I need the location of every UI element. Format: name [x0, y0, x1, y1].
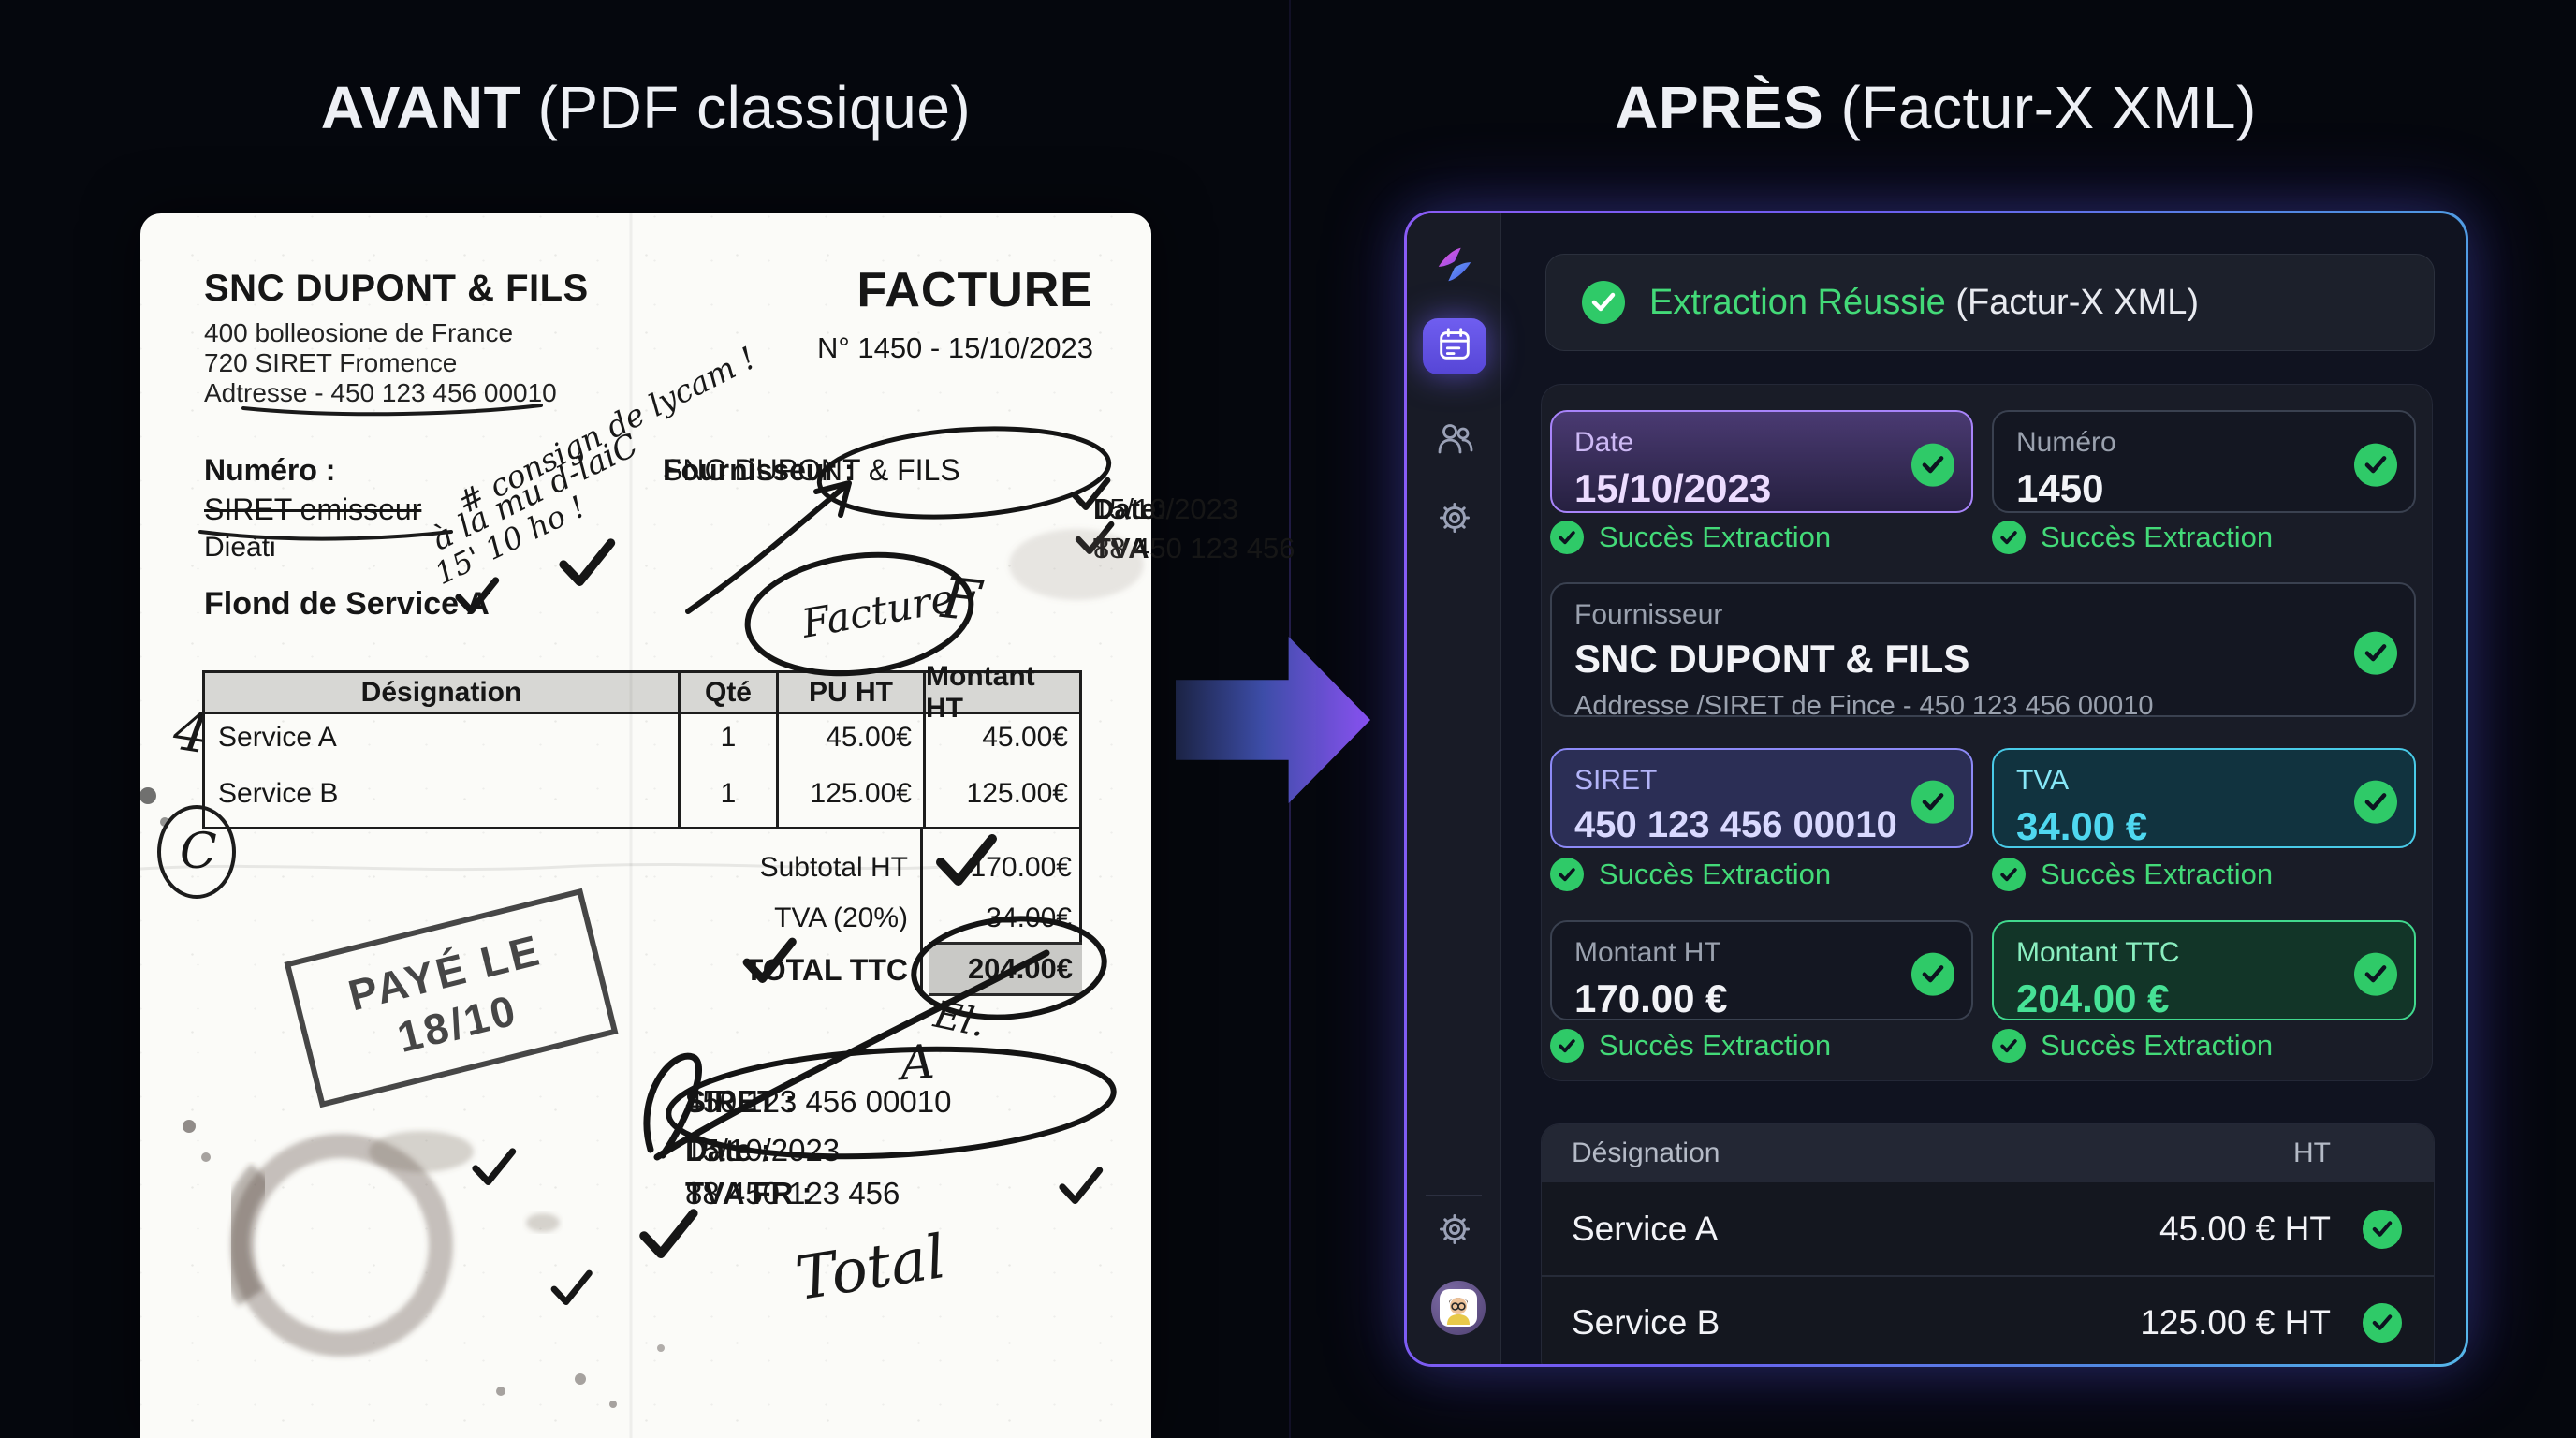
field-check-icon: [2354, 952, 2397, 996]
success-label: Succès Extraction: [1992, 521, 2273, 554]
success-label: Succès Extraction: [1992, 858, 2273, 891]
user-avatar[interactable]: [1431, 1281, 1486, 1335]
success-check-icon: [1550, 858, 1584, 891]
success-check-icon: [1992, 521, 2026, 554]
invoice-numero-label: Numéro :: [204, 453, 336, 487]
success-check-icon: [1550, 521, 1584, 554]
success-check-icon: [1550, 1029, 1584, 1063]
app-panel: Extraction Réussie (Factur-X XML) Date 1…: [1404, 211, 2468, 1367]
field-montant-ht[interactable]: Montant HT 170.00 €: [1550, 920, 1973, 1020]
field-check-icon: [2354, 780, 2397, 824]
field-date[interactable]: Date 15/10/2023: [1550, 410, 1973, 513]
success-check-icon: [1992, 858, 2026, 891]
invoice-table: Désignation Qté PU HT Montant HT Service…: [202, 661, 1082, 829]
avatar-image: [1440, 1289, 1477, 1327]
success-label: Succès Extraction: [1550, 521, 1831, 554]
handwriting-total: Total: [791, 1222, 951, 1315]
field-tva[interactable]: TVA 34.00 €: [1992, 748, 2416, 848]
invoice-col-pu: PU HT: [779, 673, 923, 714]
invoice-doc-title: FACTURE: [856, 263, 1093, 317]
line-items-header: Désignation HT: [1542, 1124, 2434, 1182]
field-check-icon: [2354, 631, 2397, 675]
app-panel-inner: Extraction Réussie (Factur-X XML) Date 1…: [1407, 213, 2466, 1364]
success-check-icon: [1582, 281, 1625, 324]
field-siret[interactable]: SIRET 450 123 456 00010: [1550, 748, 1973, 848]
field-check-icon: [1911, 780, 1954, 824]
sidebar-item-users[interactable]: [1433, 419, 1476, 462]
table-row[interactable]: Service A 45.00 € HT: [1542, 1183, 2434, 1274]
invoice-row1-name: Service A: [218, 722, 337, 753]
gear-icon: [1434, 497, 1475, 543]
sidebar: [1407, 213, 1501, 1364]
total-value-box: 204.00€: [929, 942, 1082, 996]
row-separator: [1542, 1275, 2434, 1277]
transform-arrow: [1176, 637, 1370, 803]
field-montant-ttc[interactable]: Montant TTC 204.00 €: [1992, 920, 2416, 1020]
sidebar-item-settings-bottom[interactable]: [1433, 1210, 1476, 1253]
sidebar-item-settings-top[interactable]: [1433, 498, 1476, 541]
invoice-company: SNC DUPONT & FILS: [204, 268, 589, 309]
invoice-col-designation: Désignation: [205, 673, 678, 714]
line-items-table: Désignation HT Service A 45.00 € HT Serv…: [1541, 1123, 2435, 1364]
before-title-strong: AVANT: [320, 74, 521, 141]
invoice-siret-emitter: SIRET emisseur: [204, 492, 422, 526]
invoice-addr1: 400 bolleosione de France: [204, 318, 514, 347]
paid-stamp: PAYÉ LE 18/10: [284, 888, 619, 1108]
sidebar-item-invoices[interactable]: [1423, 318, 1486, 374]
invoice-addr2: 720 SIRET Fromence: [204, 348, 458, 377]
gear-icon: [1434, 1209, 1475, 1255]
col-ht: HT: [2293, 1137, 2331, 1168]
success-check-icon: [1992, 1029, 2026, 1063]
success-label: Succès Extraction: [1992, 1029, 2273, 1063]
invoice-calendar-icon: [1435, 325, 1474, 369]
subtotal-value: 170.00€: [970, 852, 1072, 883]
field-fournisseur[interactable]: Fournisseur SNC DUPONT & FILS Addresse /…: [1550, 582, 2416, 721]
table-row[interactable]: Service B 125.00 € HT: [1542, 1277, 2434, 1364]
handwriting-el: El.: [929, 992, 989, 1047]
invoice-addr3: Adtresse - 450 123 456 00010: [204, 378, 557, 407]
field-check-icon: [1911, 952, 1954, 996]
sidebar-divider: [1426, 1195, 1482, 1196]
field-numero[interactable]: Numéro 1450: [1992, 410, 2416, 513]
extracted-fields-container: Date 15/10/2023 Numéro 1450 Succès Extra…: [1541, 384, 2433, 1081]
total-label: TOTAL TTC: [744, 953, 908, 987]
before-title: AVANT (PDF classique): [253, 73, 1039, 142]
col-designation: Désignation: [1572, 1137, 1720, 1168]
extraction-status-banner: Extraction Réussie (Factur-X XML): [1545, 254, 2435, 351]
invoice-col-montant: Montant HT: [926, 661, 1079, 724]
tva-label: TVA (20%): [774, 902, 908, 933]
after-title-strong: APRÈS: [1615, 74, 1824, 141]
app-logo: [1433, 243, 1476, 286]
handwriting-a: A: [899, 1034, 937, 1092]
row-check-icon: [2363, 1209, 2402, 1249]
invoice-row2-name: Service B: [218, 778, 339, 809]
invoice-flond: Flond de Service A: [204, 586, 490, 622]
subtotal-label: Subtotal HT: [759, 852, 908, 883]
scanned-invoice: SNC DUPONT & FILS 400 bolleosione de Fra…: [140, 213, 1295, 1438]
invoice-dieati: Dieàti: [204, 532, 276, 563]
invoice-col-qty: Qté: [681, 673, 776, 714]
field-check-icon: [1911, 443, 1954, 487]
success-label: Succès Extraction: [1550, 1029, 1831, 1063]
handwriting-facture: Facture: [798, 575, 958, 647]
row-check-icon: [2363, 1302, 2402, 1343]
tva-value: 34.00€: [986, 902, 1072, 933]
invoice-doc-number: N° 1450 - 15/10/2023: [816, 331, 1093, 364]
field-check-icon: [2354, 443, 2397, 487]
success-label: Succès Extraction: [1550, 858, 1831, 891]
after-title: APRÈS (Factur-X XML): [1543, 73, 2329, 142]
banner-text: Extraction Réussie (Factur-X XML): [1649, 282, 2200, 322]
after-title-rest: (Factur-X XML): [1823, 74, 2257, 141]
handwriting-c: C: [180, 824, 217, 880]
users-icon: [1434, 418, 1475, 464]
handwriting-f: F: [938, 565, 985, 635]
before-title-rest: (PDF classique): [520, 74, 972, 141]
